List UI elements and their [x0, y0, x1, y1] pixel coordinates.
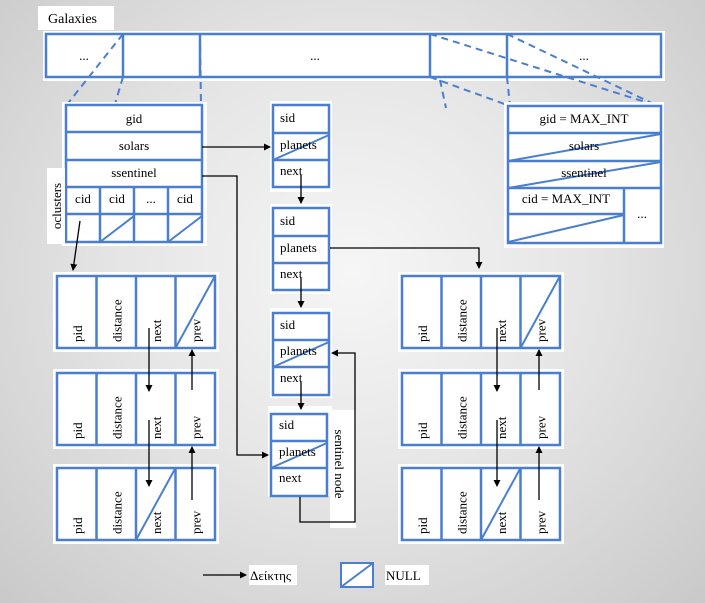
field-sid: sid — [280, 213, 296, 228]
field-pid: pid — [70, 517, 85, 534]
null-marker — [135, 467, 177, 541]
field-distance: distance — [109, 299, 124, 342]
field-planets: planets — [280, 343, 317, 358]
array-cell-ellipsis: ... — [79, 48, 89, 63]
galaxy-node: gid solars ssentinel cid cid ... cid ocl… — [47, 102, 207, 246]
field-prev: prev — [188, 318, 203, 342]
field-next: next — [280, 266, 303, 281]
cluster-pointer-arrow — [70, 220, 81, 271]
field-next: next — [149, 416, 164, 439]
field-sid: sid — [280, 317, 296, 332]
field-ssentinel: ssentinel — [561, 165, 607, 180]
planet-node: pid distance next prev — [398, 272, 564, 352]
planet-node: pid distance next prev — [398, 464, 564, 544]
field-prev: prev — [188, 415, 203, 439]
field-prev: prev — [188, 510, 203, 534]
field-cid: cid — [177, 191, 193, 206]
field-pid: pid — [70, 422, 85, 439]
field-planets: planets — [279, 444, 316, 459]
planet-node: pid distance next prev — [53, 464, 219, 544]
field-prev: prev — [533, 415, 548, 439]
sentinel-galaxy-node: gid = MAX_INT solars ssentinel cid = MAX… — [504, 102, 664, 248]
planets-pointer-arrow — [330, 247, 483, 269]
field-pid: pid — [70, 325, 85, 342]
field-gid: gid — [126, 111, 143, 126]
field-next: next — [279, 470, 302, 485]
field-next: next — [149, 319, 164, 342]
field-planets: planets — [280, 137, 317, 152]
solar-node: sid planets next — [270, 308, 332, 398]
field-more: ... — [637, 206, 647, 221]
field-next: next — [149, 511, 164, 534]
field-next: next — [494, 511, 509, 534]
sentinel-loop-arrow — [299, 349, 356, 523]
sentinel-node-label: sentinel node — [332, 430, 347, 499]
field-cid-max: cid = MAX_INT — [522, 191, 610, 206]
field-cid: cid — [109, 191, 125, 206]
field-pid: pid — [415, 422, 430, 439]
null-marker — [519, 275, 561, 349]
planet-node: pid distance next prev — [53, 369, 219, 449]
field-cid-ellipsis: ... — [146, 191, 156, 206]
field-distance: distance — [454, 491, 469, 534]
title-background — [38, 6, 114, 30]
field-prev: prev — [533, 318, 548, 342]
field-prev: prev — [533, 510, 548, 534]
field-solars: solars — [569, 138, 599, 153]
galaxies-array: ... ... ... — [43, 31, 665, 81]
field-sid: sid — [279, 417, 295, 432]
null-marker — [480, 467, 522, 541]
field-ssentinel: ssentinel — [111, 165, 157, 180]
sentinel-solar-node: sid planets next sentinel node — [268, 406, 356, 528]
field-distance: distance — [454, 299, 469, 342]
expansion-lines — [64, 33, 659, 109]
ssentinel-pointer-arrow — [202, 175, 269, 459]
planet-node: pid distance next prev — [398, 369, 564, 449]
pointer-arrows — [70, 143, 543, 523]
planet-node: pid distance next prev — [53, 272, 219, 352]
field-distance: distance — [454, 396, 469, 439]
array-cell-ellipsis: ... — [310, 48, 320, 63]
field-pid: pid — [415, 325, 430, 342]
solar-node: sid planets next — [270, 204, 332, 294]
field-planets: planets — [280, 240, 317, 255]
field-next: next — [494, 319, 509, 342]
null-marker — [174, 275, 216, 349]
field-sid: sid — [280, 110, 296, 125]
field-distance: distance — [109, 491, 124, 534]
field-next: next — [280, 163, 303, 178]
legend-pointer-label: Δείκτης — [250, 568, 292, 583]
array-cell-ellipsis: ... — [579, 48, 589, 63]
diagram-title: Galaxies — [48, 12, 97, 27]
legend-null-label: NULL — [386, 568, 421, 583]
field-distance: distance — [109, 396, 124, 439]
legend: Δείκτης NULL — [203, 562, 429, 588]
field-solars: solars — [119, 138, 149, 153]
field-pid: pid — [415, 517, 430, 534]
field-next: next — [494, 416, 509, 439]
field-cid: cid — [75, 191, 91, 206]
oclusters-label: oclusters — [49, 183, 64, 229]
field-next: next — [280, 370, 303, 385]
field-gid-max: gid = MAX_INT — [540, 111, 629, 126]
